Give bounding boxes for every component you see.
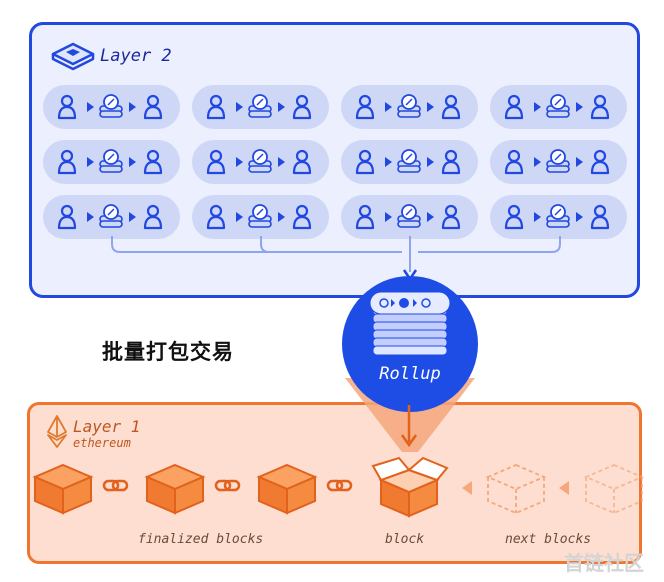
rollup-batch-icon bbox=[369, 291, 451, 356]
user-icon bbox=[143, 94, 163, 120]
layer1-panel bbox=[27, 402, 642, 564]
transaction-pill bbox=[43, 85, 180, 129]
coin-stack-icon bbox=[99, 204, 123, 228]
user-icon bbox=[355, 94, 375, 120]
coin-stack-icon bbox=[546, 204, 570, 228]
coin-stack-icon bbox=[546, 149, 570, 173]
arrow-icon bbox=[278, 102, 285, 112]
user-icon bbox=[206, 94, 226, 120]
finalized-blocks bbox=[32, 463, 318, 515]
ethereum-icon bbox=[47, 415, 67, 448]
coin-stack-icon bbox=[248, 94, 272, 118]
chain-link-icons bbox=[102, 479, 353, 492]
arrow-icon bbox=[576, 212, 583, 222]
left-triangle-icon bbox=[462, 481, 472, 495]
cube-icon bbox=[256, 463, 318, 515]
coin-stack-icon bbox=[546, 94, 570, 118]
transaction-pill bbox=[490, 85, 627, 129]
coin-stack-icon bbox=[397, 94, 421, 118]
user-icon bbox=[57, 149, 77, 175]
user-icon bbox=[441, 94, 461, 120]
arrow-icon bbox=[129, 157, 136, 167]
arrow-icon bbox=[236, 102, 243, 112]
coin-stack-icon bbox=[397, 204, 421, 228]
batch-caption: 批量打包交易 bbox=[102, 340, 234, 364]
arrow-icon bbox=[87, 102, 94, 112]
finalized-blocks-label: finalized blocks bbox=[138, 532, 264, 547]
dashed-cube-icon bbox=[485, 464, 547, 514]
user-icon bbox=[292, 94, 312, 120]
user-icon bbox=[143, 204, 163, 230]
layer1-subtitle: ethereum bbox=[73, 436, 131, 450]
layer2-title: Layer 2 bbox=[100, 46, 172, 66]
cube-icon bbox=[32, 463, 94, 515]
user-icon bbox=[206, 149, 226, 175]
arrow-icon bbox=[385, 212, 392, 222]
user-icon bbox=[504, 94, 524, 120]
coin-stack-icon bbox=[248, 204, 272, 228]
arrow-icon bbox=[427, 102, 434, 112]
open-block-icon bbox=[371, 456, 449, 518]
arrow-icon bbox=[576, 102, 583, 112]
arrow-icon bbox=[87, 157, 94, 167]
transaction-pill bbox=[192, 195, 329, 239]
user-icon bbox=[143, 149, 163, 175]
user-icon bbox=[441, 204, 461, 230]
user-icon bbox=[441, 149, 461, 175]
user-icon bbox=[292, 204, 312, 230]
transaction-pill bbox=[192, 85, 329, 129]
arrow-icon bbox=[278, 157, 285, 167]
user-icon bbox=[504, 149, 524, 175]
arrow-icon bbox=[534, 102, 541, 112]
transaction-pill bbox=[192, 140, 329, 184]
user-icon bbox=[292, 149, 312, 175]
transaction-pill bbox=[341, 85, 478, 129]
coin-stack-icon bbox=[99, 149, 123, 173]
arrow-icon bbox=[87, 212, 94, 222]
watermark: 首链社区 bbox=[564, 551, 644, 575]
block-label: block bbox=[385, 532, 425, 547]
coin-stack-icon bbox=[248, 149, 272, 173]
arrow-icon bbox=[129, 212, 136, 222]
user-icon bbox=[504, 204, 524, 230]
coin-stack-icon bbox=[397, 149, 421, 173]
next-blocks-label: next blocks bbox=[505, 532, 592, 547]
layer1-title: Layer 1 bbox=[73, 417, 141, 436]
transaction-pill bbox=[490, 195, 627, 239]
next-blocks bbox=[485, 464, 645, 514]
transaction-pill bbox=[490, 140, 627, 184]
arrow-icon bbox=[427, 212, 434, 222]
transaction-pill bbox=[341, 195, 478, 239]
arrow-icon bbox=[236, 212, 243, 222]
layer2-logo-icon bbox=[51, 42, 95, 71]
collector-lines bbox=[111, 236, 561, 272]
user-icon bbox=[57, 204, 77, 230]
dashed-cube-icon bbox=[583, 464, 645, 514]
rollup-label: Rollup bbox=[379, 364, 441, 384]
arrow-icon bbox=[427, 157, 434, 167]
arrow-icon bbox=[129, 102, 136, 112]
transaction-pill bbox=[43, 195, 180, 239]
arrow-icon bbox=[385, 102, 392, 112]
cube-icon bbox=[144, 463, 206, 515]
arrow-icon bbox=[385, 157, 392, 167]
arrow-icon bbox=[236, 157, 243, 167]
user-icon bbox=[590, 94, 610, 120]
left-triangle-icon bbox=[559, 481, 569, 495]
arrow-icon bbox=[278, 212, 285, 222]
transaction-pill bbox=[43, 140, 180, 184]
coin-stack-icon bbox=[99, 94, 123, 118]
user-icon bbox=[355, 204, 375, 230]
transaction-pill bbox=[341, 140, 478, 184]
user-icon bbox=[206, 204, 226, 230]
user-icon bbox=[57, 94, 77, 120]
down-arrow-icon bbox=[400, 405, 418, 448]
user-icon bbox=[590, 149, 610, 175]
arrow-icon bbox=[534, 157, 541, 167]
user-icon bbox=[590, 204, 610, 230]
arrow-icon bbox=[576, 157, 583, 167]
user-icon bbox=[355, 149, 375, 175]
arrow-icon bbox=[534, 212, 541, 222]
